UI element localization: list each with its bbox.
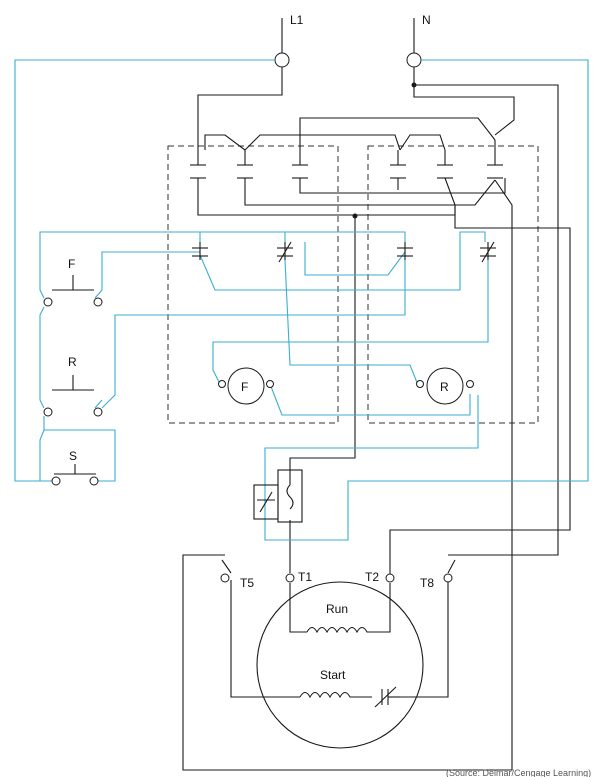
start-winding: Start — [299, 668, 400, 708]
forward-pushbutton: F — [43, 257, 103, 307]
motor-terminals: T5 T1 T2 T8 — [220, 570, 453, 590]
power-wiring — [182, 67, 571, 771]
reverse-coil: R — [416, 367, 474, 405]
start-winding-label: Start — [320, 668, 346, 682]
forward-contactor-enclosure — [167, 145, 339, 424]
forward-button-label: F — [68, 257, 75, 271]
l1-label: L1 — [290, 13, 304, 27]
stop-pushbutton: S — [51, 449, 99, 486]
source-credit: (Source: Delmar/Cengage Learning) — [446, 768, 591, 777]
reverse-pushbutton: R — [43, 355, 103, 417]
reverse-button-label: R — [68, 355, 77, 369]
motor-housing — [256, 581, 424, 749]
neutral-label: N — [422, 13, 431, 27]
terminal-t8-label: T8 — [420, 576, 434, 590]
l1-terminal — [274, 52, 290, 68]
auxiliary-contacts — [192, 241, 496, 263]
control-wiring — [14, 59, 589, 541]
terminal-t1-label: T1 — [298, 570, 312, 584]
run-winding: Run — [306, 602, 372, 634]
terminal-t5-label: T5 — [240, 576, 254, 590]
forward-coil: F — [218, 367, 274, 405]
overload-relay — [253, 469, 303, 523]
run-winding-label: Run — [326, 602, 348, 616]
reverse-contactor-enclosure — [367, 145, 539, 424]
terminal-t2-label: T2 — [365, 570, 379, 584]
neutral-terminal — [406, 52, 422, 68]
forward-coil-label: F — [241, 380, 248, 394]
stop-button-label: S — [69, 449, 77, 463]
reverse-coil-label: R — [440, 380, 449, 394]
main-contacts — [190, 164, 503, 179]
